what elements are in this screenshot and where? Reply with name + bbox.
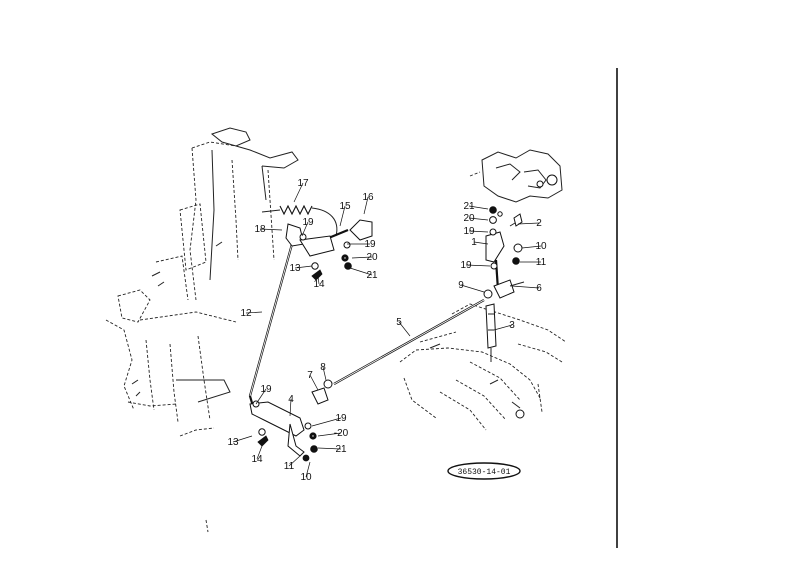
- callout-leader-c16: [363, 196, 369, 215]
- callout-leader-c21c: [317, 447, 342, 450]
- callout-label-c8: 8: [320, 362, 326, 373]
- callout-label-c4: 4: [288, 394, 294, 405]
- callout-label-c3: 3: [509, 320, 515, 331]
- callout-label-c11a: 11: [536, 257, 547, 268]
- callout-leader-c1: [473, 241, 489, 245]
- callout-label-c14a: 14: [313, 279, 325, 290]
- callout-leader-c18: [259, 228, 283, 231]
- callout-label-c16: 16: [362, 192, 374, 203]
- callout-label-c13a: 13: [289, 263, 301, 274]
- callout-leader-c19e: [255, 388, 267, 405]
- callout-leader-c5: [398, 321, 411, 337]
- callout-leader-c6: [511, 285, 540, 289]
- transmission-sketch-right: [399, 149, 567, 431]
- linkage-rods: [248, 204, 525, 457]
- callout-leader-c21a: [349, 267, 373, 276]
- callout-label-c20a: 20: [366, 252, 378, 263]
- callout-label-c19e: 19: [260, 384, 272, 395]
- callout-label-c11b: 11: [284, 461, 295, 472]
- callout-leader-c8: [322, 366, 327, 381]
- callout-leader-c10a: [521, 245, 542, 249]
- callout-leader-c20a: [351, 256, 373, 259]
- hardware-parts: [252, 206, 523, 462]
- callout-label-c20c: -20: [334, 428, 349, 439]
- callout-label-c18: 18: [254, 224, 266, 235]
- callout-label-c19b: 19: [364, 239, 376, 250]
- callout-leader-c10b: [305, 461, 311, 478]
- callout-label-c17: 17: [297, 178, 309, 189]
- callout-label-c21c: 21: [335, 444, 347, 455]
- callout-label-c19a: 19: [302, 217, 314, 228]
- callout-label-c2: 2: [536, 218, 542, 229]
- callout-leader-c20c: [317, 432, 342, 437]
- callout-leader-c15: [339, 205, 346, 227]
- callout-label-c1: 1: [471, 237, 477, 248]
- callout-leader-c12: [245, 311, 263, 314]
- callout-label-c19f: 19: [335, 413, 347, 424]
- callout-leader-c17: [293, 182, 304, 203]
- callout-leader-c4: [289, 398, 292, 417]
- callout-leader-c13b: [232, 435, 253, 443]
- callout-label-c10a: 10: [535, 241, 547, 252]
- callout-label-c19c: 19: [463, 226, 475, 237]
- callout-label-c14b: 14: [251, 454, 263, 465]
- callout-label-c9: 9: [458, 280, 464, 291]
- callout-leader-c14a: [317, 275, 320, 285]
- callout-leader-c13a: [294, 265, 313, 269]
- callout-label-c6: 6: [536, 283, 542, 294]
- callout-leader-c7: [309, 374, 319, 391]
- callout-leader-c3: [493, 324, 513, 331]
- frame-sketch-left: [105, 127, 299, 533]
- callout-label-c20b: 20: [463, 213, 475, 224]
- callout-label-c7: 7: [307, 370, 313, 381]
- callout-label-c21b: 21: [463, 201, 475, 212]
- callout-label-c10b: 10: [300, 472, 312, 483]
- callout-label-c13b: 13: [227, 437, 239, 448]
- callout-leader-c2: [517, 222, 540, 225]
- callout-leader-c14b: [256, 445, 263, 460]
- callout-leader-c19c: [468, 230, 489, 233]
- callout-leader-c9: [460, 284, 485, 293]
- callout-label-c15: 15: [339, 201, 351, 212]
- callout-label-c21a: 21: [366, 270, 378, 281]
- callout-leader-c21b: [468, 205, 489, 210]
- callout-leader-c11b: [288, 455, 301, 467]
- callout-leader-c19d: [465, 264, 491, 267]
- callout-leader-c20b: [468, 217, 489, 221]
- callout-label-c19d: 19: [460, 260, 472, 271]
- reference-code-text: 36530-14-01: [458, 468, 511, 477]
- callout-label-c12: 12: [240, 308, 252, 319]
- callout-label-c5: 5: [396, 317, 402, 328]
- reference-code-badge: 36530-14-01: [447, 462, 521, 480]
- callout-leader-c19a: [301, 221, 309, 237]
- callout-leader-c19f: [311, 417, 342, 427]
